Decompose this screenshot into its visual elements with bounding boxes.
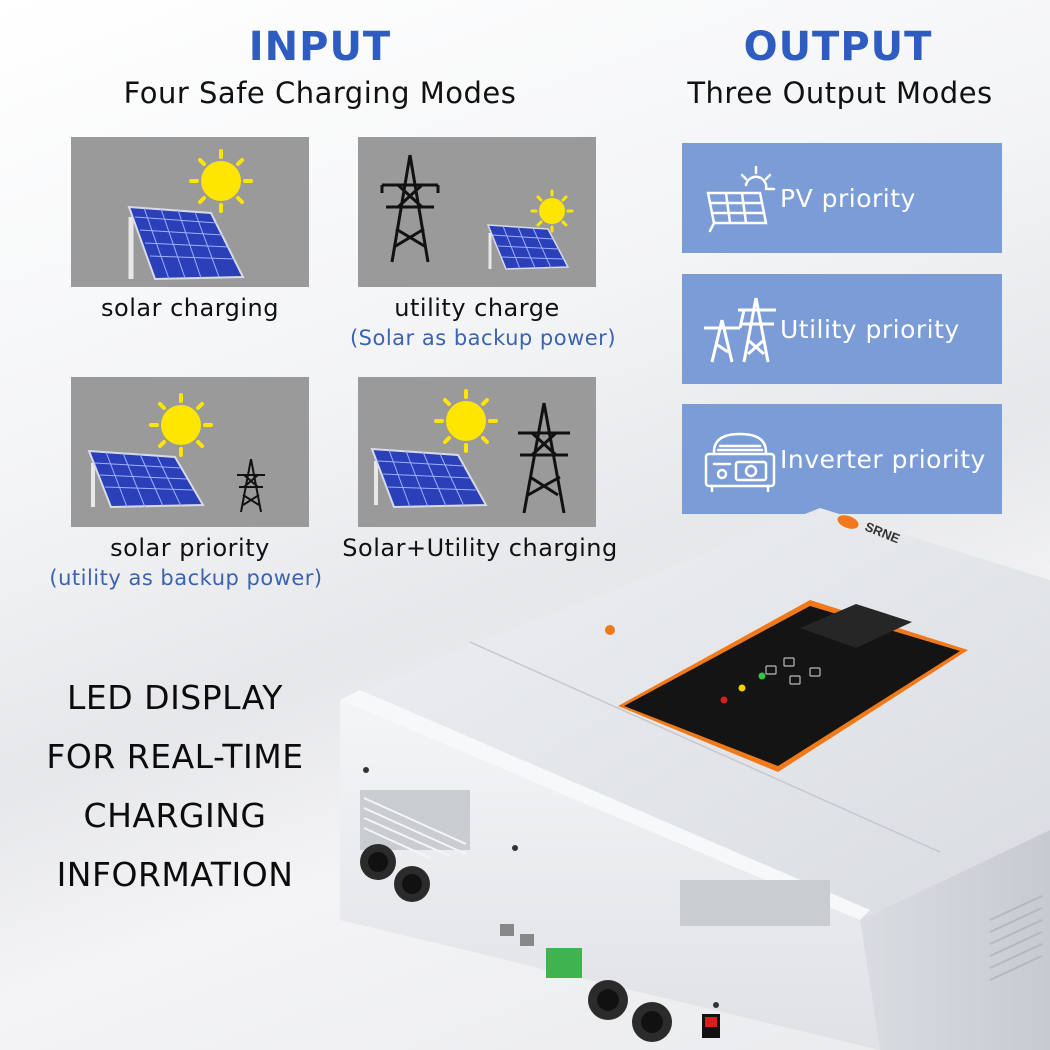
bat-positive-terminal — [632, 1002, 672, 1042]
output-mode-utility-priority: Utility priority — [682, 274, 1002, 384]
device-right-side — [860, 830, 1050, 1050]
inverter-device-illustration: SRNE — [340, 508, 1050, 1050]
dry-contact-terminal — [546, 948, 582, 978]
input-subheading: Four Safe Charging Modes — [123, 76, 517, 110]
power-tower-icon — [518, 402, 570, 514]
power-tower-icon — [380, 154, 440, 263]
ac-in-terminal — [360, 844, 396, 880]
ac-out-terminal — [394, 866, 430, 902]
sun-icon — [530, 189, 574, 233]
utility-priority-label: Utility priority — [780, 314, 960, 344]
fault-led — [720, 696, 728, 704]
rj45-port-2 — [520, 934, 534, 946]
sun-icon — [149, 393, 213, 457]
solar-charging-caption: solar charging — [101, 294, 279, 322]
utility-charge-caption: utility charge — [394, 294, 560, 322]
pv-priority-label: PV priority — [780, 183, 916, 213]
bat-negative-terminal — [588, 980, 628, 1020]
solar-panel-icon — [87, 449, 205, 509]
device-front-face — [340, 700, 880, 1050]
solar-utility-charging-tile — [358, 377, 596, 527]
solar-tower-illustration — [87, 393, 265, 513]
led-line-2: FOR REAL-TIME — [46, 737, 304, 776]
solar-tower-large-illustration — [370, 389, 570, 514]
solar-charging-tile — [71, 137, 309, 287]
sun-icon — [189, 149, 253, 213]
solar-panel-sun-icon — [706, 165, 776, 233]
solar-priority-tile — [71, 377, 309, 527]
led-line-3: CHARGING — [83, 796, 267, 835]
solar-priority-note: (utility as backup power) — [49, 566, 323, 590]
solar-priority-caption: solar priority — [110, 534, 270, 562]
led-display-caption: LED DISPLAY FOR REAL-TIME CHARGING INFOR… — [20, 668, 330, 904]
inverter-unit-icon — [704, 432, 776, 493]
led-line-1: LED DISPLAY — [67, 678, 283, 717]
charge-led — [738, 684, 746, 692]
solar-panel-icon — [486, 224, 570, 270]
utility-charge-note: (Solar as backup power) — [349, 326, 617, 350]
solar-panel-icon — [127, 205, 245, 281]
input-heading: INPUT — [248, 24, 392, 70]
output-mode-pv-priority: PV priority — [682, 143, 1002, 253]
output-subheading: Three Output Modes — [687, 76, 993, 110]
utility-charge-tile — [358, 137, 596, 287]
lcd-screen — [800, 604, 912, 648]
power-tower-icon — [704, 297, 776, 363]
output-heading: OUTPUT — [743, 24, 933, 70]
power-tower-icon — [237, 458, 265, 513]
solar-utility-charging-caption: Solar+Utility charging — [342, 534, 618, 562]
rj45-port-1 — [500, 924, 514, 936]
output-mode-inverter-priority: Inverter priority — [682, 404, 1002, 514]
power-switch — [702, 1014, 720, 1038]
led-control-panel — [605, 600, 968, 772]
solar-panel-sun-illustration — [127, 149, 253, 281]
solar-panel-icon — [370, 447, 488, 509]
tower-solar-illustration — [380, 154, 574, 270]
power-led — [758, 672, 766, 680]
led-line-4: INFORMATION — [56, 855, 294, 894]
sun-icon — [434, 389, 498, 453]
inverter-priority-label: Inverter priority — [780, 444, 986, 474]
